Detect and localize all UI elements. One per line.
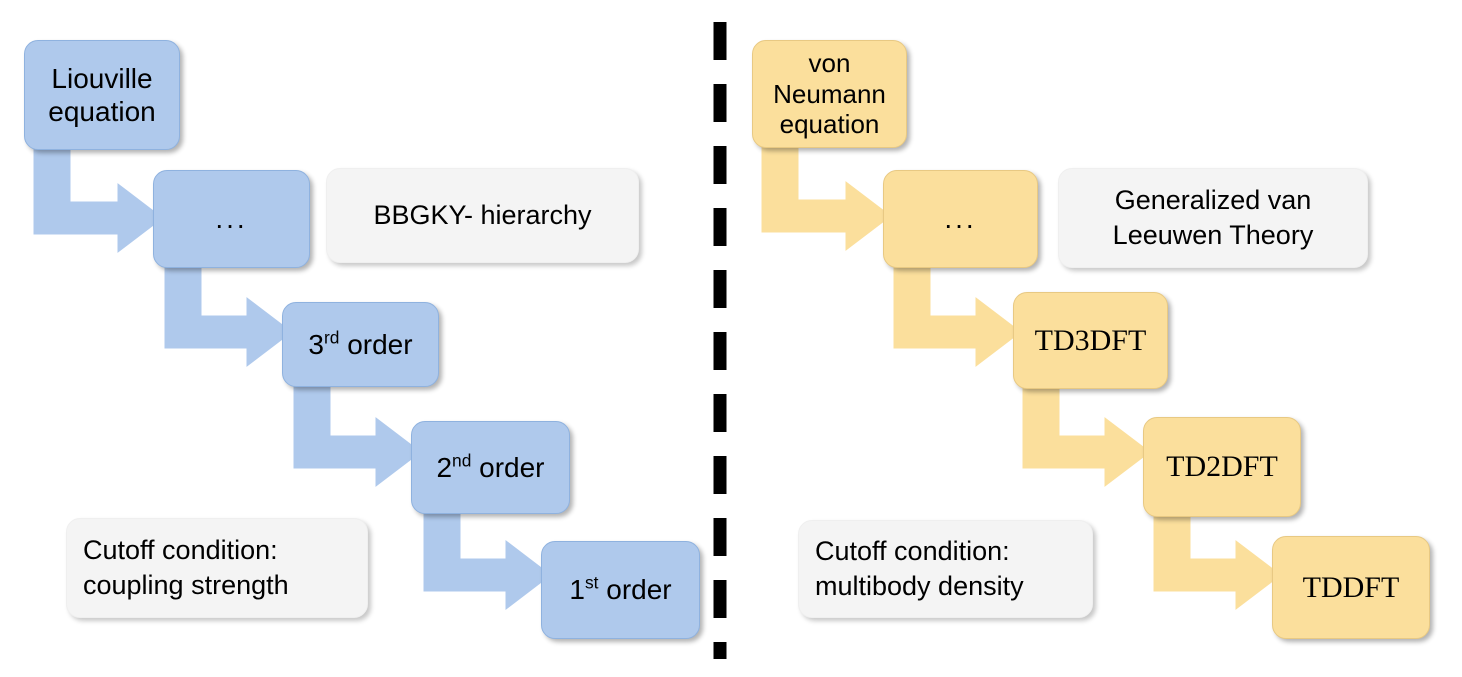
node-second-order-suffix: nd (452, 450, 472, 471)
node-third-order-suffix: rd (323, 327, 340, 348)
node-td2dft-label: TD2DFT (1166, 450, 1278, 484)
node-second-order-number: 2 (436, 451, 453, 483)
node-td3dft-label: TD3DFT (1034, 323, 1147, 357)
callout-cutoff-quantum-line2: multibody density (815, 571, 1024, 601)
node-von-neumann-line2: Neumann (773, 78, 886, 109)
node-third-order-number: 3 (308, 328, 324, 360)
node-liouville-line1: Liouville (51, 62, 153, 94)
node-second-order[interactable]: 2nd order (411, 421, 570, 514)
callout-cutoff-classical-line2: coupling strength (83, 570, 289, 600)
node-von-neumann-line3: equation (779, 109, 880, 140)
callout-cutoff-quantum-line1: Cutoff condition: (815, 535, 1010, 566)
node-von-neumann-equation[interactable]: von Neumann equation (752, 40, 907, 148)
node-first-order-number: 1 (569, 574, 585, 606)
node-third-order[interactable]: 3rd order (282, 302, 439, 387)
node-von-neumann-line1: von (808, 47, 851, 78)
node-liouville-line2: equation (48, 96, 156, 127)
arrow-td2dft-to-tddft (1150, 503, 1287, 617)
node-classical-ellipsis-label: ... (215, 203, 248, 235)
node-first-order-tail: order (598, 574, 672, 606)
vertical-dashed-divider (713, 22, 727, 659)
callout-van-leeuwen-line2: Leeuwen Theory (1112, 220, 1314, 250)
arrow-second-to-first (420, 503, 557, 617)
node-third-order-tail: order (339, 328, 413, 360)
node-liouville-equation[interactable]: Liouville equation (24, 40, 180, 150)
callout-bbgky-hierarchy-label: BBGKY- hierarchy (373, 199, 592, 230)
arrow-third-to-second (290, 380, 427, 494)
node-tddft-label: TDDFT (1302, 570, 1400, 604)
callout-van-leeuwen-line1: Generalized van (1114, 184, 1312, 215)
node-td2dft[interactable]: TD2DFT (1143, 417, 1301, 517)
node-tddft[interactable]: TDDFT (1272, 536, 1430, 639)
node-second-order-tail: order (471, 451, 545, 483)
node-td3dft[interactable]: TD3DFT (1013, 292, 1168, 389)
arrow-vonneumann-to-ellipsis (758, 138, 897, 258)
node-first-order[interactable]: 1st order (541, 541, 700, 639)
callout-cutoff-classical: Cutoff condition: coupling strength (66, 518, 368, 618)
callout-bbgky-hierarchy: BBGKY- hierarchy (326, 168, 639, 263)
arrow-td3dft-to-td2dft (1019, 380, 1156, 494)
node-quantum-ellipsis[interactable]: ... (883, 170, 1038, 268)
callout-cutoff-quantum: Cutoff condition: multibody density (798, 520, 1093, 618)
callout-cutoff-classical-line1: Cutoff condition: (83, 534, 278, 565)
node-first-order-suffix: st (584, 573, 599, 594)
node-quantum-ellipsis-label: ... (944, 203, 977, 235)
arrow-ellipsis-to-third (161, 260, 298, 374)
node-classical-ellipsis[interactable]: ... (153, 170, 310, 268)
arrow-liouville-to-ellipsis (30, 140, 169, 260)
callout-generalized-van-leeuwen: Generalized van Leeuwen Theory (1058, 168, 1368, 268)
arrow-ellipsis-to-td3dft (890, 260, 1027, 374)
